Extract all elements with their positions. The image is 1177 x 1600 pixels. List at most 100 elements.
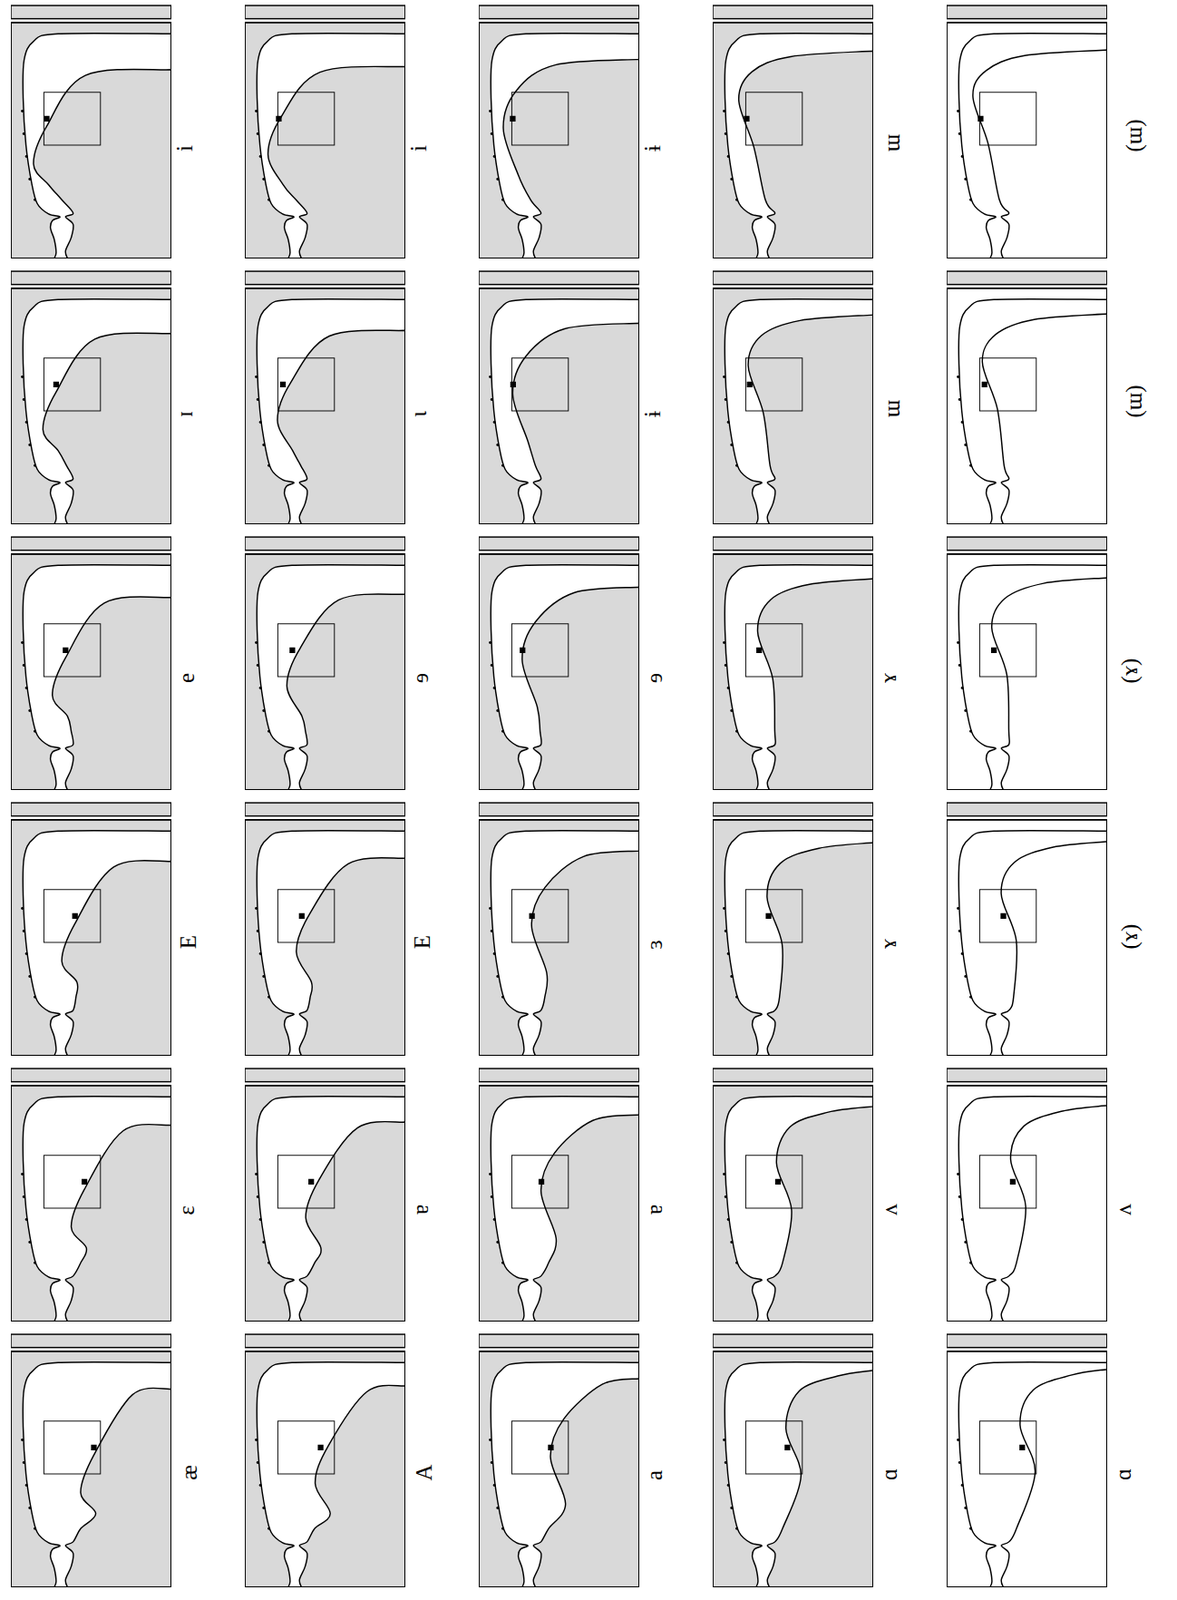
vowel-label: (ɤ)	[1118, 658, 1142, 684]
tongue-point-marker	[90, 1444, 97, 1450]
tract-group	[10, 802, 172, 1056]
reference-box	[43, 92, 100, 146]
palate-tick	[28, 443, 31, 447]
panel-frame	[10, 1085, 172, 1322]
frame-ground	[712, 288, 874, 525]
palate-tick	[501, 198, 505, 202]
panel-frame	[478, 819, 640, 1056]
palate-tick	[33, 464, 37, 467]
frame-ground	[10, 288, 172, 525]
panel-frame	[10, 288, 172, 525]
palate-region	[244, 819, 406, 1056]
frame-ground	[478, 554, 640, 790]
reference-box	[43, 623, 100, 677]
pharynx-bar	[946, 5, 1108, 20]
tongue-point-marker	[43, 116, 49, 122]
tongue-region	[299, 1121, 406, 1322]
palate-tick	[722, 1438, 726, 1441]
palate-tick	[256, 398, 260, 401]
vowel-label: ɨ	[641, 145, 664, 152]
palate-tick	[262, 177, 265, 181]
palate-tick	[493, 952, 497, 955]
palate-tick	[735, 995, 739, 999]
tract-group	[478, 1333, 640, 1587]
panel-frame	[712, 288, 874, 525]
tract-group	[244, 1333, 406, 1587]
palate-tick	[490, 132, 494, 136]
palate-tick	[262, 974, 265, 978]
tract-group	[712, 5, 874, 259]
palate-region	[946, 1085, 1108, 1322]
palate-tick	[969, 198, 973, 202]
palate-tick	[488, 641, 492, 644]
palate-tick	[259, 952, 263, 955]
vocal-tract-illustration	[10, 269, 172, 525]
panel-frame	[712, 1351, 874, 1587]
tongue-point-marker	[982, 381, 988, 388]
pharynx-bar	[244, 5, 406, 20]
vowel-label: e	[175, 672, 198, 683]
palate-tick	[22, 1460, 26, 1464]
pharynx-bar	[10, 1068, 172, 1082]
tract-group	[10, 271, 172, 525]
pharynx-bar	[712, 5, 874, 20]
pharynx-bar	[244, 1333, 406, 1348]
tongue-point-marker	[1010, 1178, 1016, 1185]
frame-ground	[478, 1085, 640, 1322]
palate-tick	[969, 464, 973, 467]
palate-tick	[963, 709, 967, 712]
tongue-region	[1001, 841, 1108, 1056]
vowel-label: E	[410, 934, 434, 949]
palate-tick	[963, 1240, 967, 1244]
frame-ground	[712, 554, 874, 790]
palate-region	[712, 1351, 874, 1587]
tongue-region	[767, 1370, 874, 1587]
tongue-region	[748, 314, 874, 525]
reference-box	[979, 1420, 1036, 1474]
pharynx-bar	[244, 1068, 406, 1082]
palate-region	[10, 554, 172, 790]
pharynx-bar	[712, 536, 874, 551]
palate-tick	[493, 1217, 497, 1221]
palate-tick	[724, 1195, 728, 1198]
reference-box	[277, 889, 334, 943]
reference-box	[979, 623, 1036, 677]
vowel-label: ʌ	[1111, 1203, 1135, 1216]
tongue-point-marker	[743, 116, 749, 122]
panel-frame	[712, 819, 874, 1056]
palate-tick	[958, 132, 962, 136]
panel-frame	[478, 22, 640, 259]
palate-tick	[735, 464, 739, 467]
reference-box	[43, 1155, 100, 1208]
reference-box	[43, 889, 100, 943]
tract-group	[946, 1068, 1108, 1322]
tongue-point-marker	[275, 116, 282, 122]
palate-tick	[254, 1172, 258, 1176]
palate-tick	[262, 1506, 265, 1509]
vocal-tract-illustration	[244, 535, 406, 790]
tongue-region	[277, 330, 406, 525]
vowel-label: æ	[177, 1465, 201, 1481]
palate-tick	[958, 1460, 962, 1464]
frame-ground	[10, 1351, 172, 1587]
vowel-label: E	[176, 934, 200, 949]
pharynx-bar	[478, 1068, 640, 1082]
palate-tick	[956, 906, 960, 910]
tract-group	[712, 536, 874, 790]
palate-tick	[259, 420, 263, 424]
palate-region	[244, 1085, 406, 1322]
palate-tick	[20, 641, 24, 644]
reference-box	[979, 92, 1036, 146]
tongue-point-marker	[519, 647, 526, 653]
frame-ground	[712, 1085, 874, 1322]
tract-group	[10, 5, 172, 259]
vocal-tract-illustration	[946, 535, 1108, 790]
frame-ground	[946, 288, 1108, 525]
panel-frame	[10, 554, 172, 790]
frame-ground	[712, 819, 874, 1056]
palate-tick	[256, 132, 260, 136]
palate-tick	[496, 974, 499, 978]
pharynx-bar	[946, 536, 1108, 551]
palate-tick	[259, 155, 263, 158]
reference-box	[277, 1420, 334, 1474]
